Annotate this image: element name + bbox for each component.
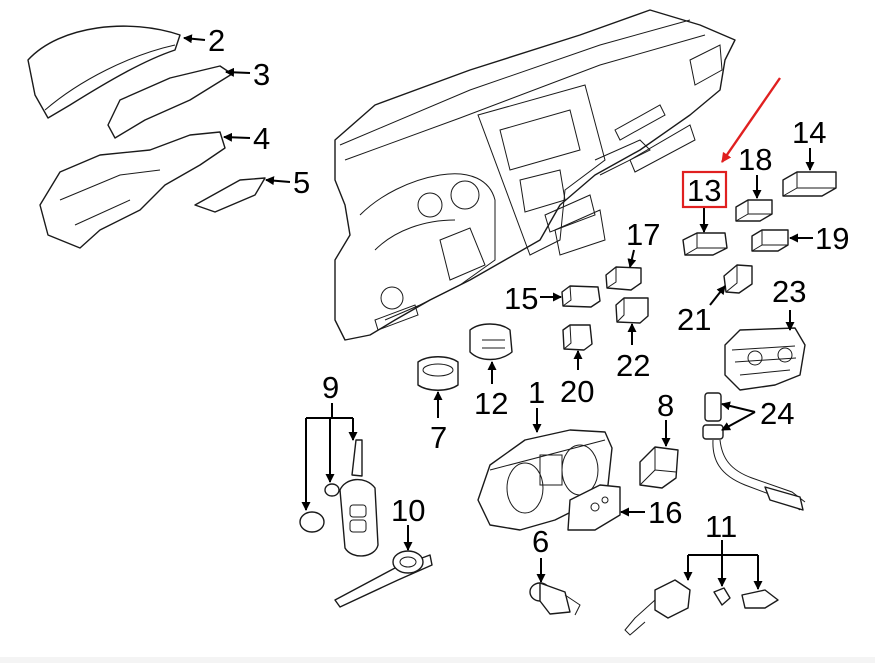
part-12-switch (469, 323, 513, 361)
callout-10: 10 (391, 493, 425, 528)
part-15-switch (561, 285, 601, 308)
part-13-switch (682, 232, 728, 256)
part-2-upper-trim (27, 25, 181, 119)
part-6-lock-cylinder (529, 582, 581, 616)
part-19-switch (751, 229, 789, 252)
callout-15: 15 (504, 281, 538, 316)
callout-4: 4 (253, 121, 270, 156)
callout-2: 2 (208, 23, 225, 58)
callout-5: 5 (293, 165, 310, 200)
callout-9: 9 (322, 370, 339, 405)
part-9-key-fob (299, 439, 379, 557)
callout-21: 21 (677, 302, 711, 337)
part-18-switch (735, 199, 773, 222)
callout-labels: 2 3 4 5 13 18 14 19 17 15 22 20 21 23 12… (208, 23, 849, 559)
callout-8: 8 (657, 388, 674, 423)
part-4-bracket (39, 131, 226, 249)
callout-1: 1 (528, 375, 545, 410)
part-5-bracket (194, 177, 266, 213)
callout-18: 18 (738, 142, 772, 177)
part-24-sensor (702, 392, 806, 511)
bottom-strip (0, 657, 875, 663)
callout-17: 17 (626, 217, 660, 252)
callout-11: 11 (705, 509, 737, 544)
highlight-box (681, 170, 728, 209)
callout-23: 23 (772, 274, 806, 309)
part-11-switch-bulbs (624, 579, 779, 636)
callout-22: 22 (616, 348, 650, 383)
part-17-switch (605, 266, 642, 291)
part-3-trim-panel (107, 65, 233, 139)
callout-24: 24 (760, 396, 794, 431)
callout-20: 20 (560, 374, 594, 409)
highlight-annotation (681, 77, 781, 209)
part-8-sensor (639, 446, 679, 489)
part-21-switch (723, 264, 753, 294)
part-7-switch (417, 356, 459, 391)
callout-19: 19 (815, 221, 849, 256)
callout-6: 6 (532, 524, 549, 559)
red-pointer-arrow (721, 77, 781, 163)
dashboard-drawing (334, 9, 736, 341)
part-23-climate-control (724, 327, 806, 391)
part-22-switch (615, 297, 649, 324)
part-10-key (334, 550, 433, 608)
part-20-switch (562, 324, 593, 351)
callout-12: 12 (474, 386, 508, 421)
callout-7: 7 (430, 420, 447, 455)
callout-leaders (183, 34, 815, 590)
callout-16: 16 (648, 495, 682, 530)
part-14-switch (782, 171, 837, 197)
callout-13: 13 (687, 173, 721, 208)
callout-3: 3 (253, 57, 270, 92)
callout-14: 14 (792, 115, 826, 150)
